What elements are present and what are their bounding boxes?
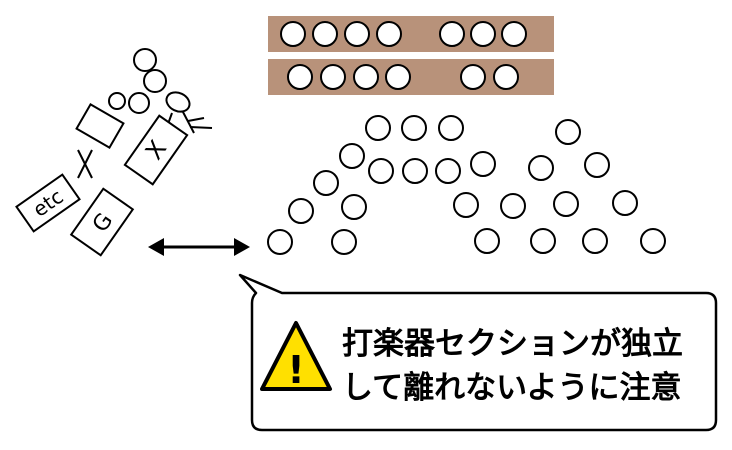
warning-exclamation: ! bbox=[287, 348, 304, 392]
player-seat bbox=[280, 21, 306, 47]
player-seat bbox=[401, 115, 427, 141]
percussion-player bbox=[133, 48, 157, 72]
percussion-box bbox=[75, 103, 125, 149]
orchestra-seats-group bbox=[267, 115, 666, 255]
percussion-section: X G etc bbox=[15, 48, 213, 257]
percussion-box-x bbox=[123, 114, 189, 186]
drum-stand-icon bbox=[167, 111, 213, 134]
player-seat bbox=[474, 228, 500, 254]
percussion-box-etc bbox=[15, 173, 81, 233]
player-seat bbox=[435, 158, 461, 184]
percussion-player bbox=[108, 92, 126, 110]
player-seat bbox=[353, 64, 379, 90]
player-seat bbox=[530, 228, 556, 254]
player-seat bbox=[470, 21, 496, 47]
hourglass-icon bbox=[77, 149, 93, 179]
player-seat bbox=[453, 192, 479, 218]
back-riser-group bbox=[268, 16, 554, 95]
player-seat bbox=[339, 143, 365, 169]
player-seat bbox=[313, 170, 339, 196]
player-seat bbox=[385, 64, 411, 90]
player-seat bbox=[470, 151, 496, 177]
player-seat bbox=[376, 21, 402, 47]
player-seat bbox=[438, 115, 464, 141]
player-seat bbox=[365, 115, 391, 141]
player-seat bbox=[584, 152, 610, 178]
player-seat bbox=[368, 158, 394, 184]
callout-bubble bbox=[238, 273, 718, 432]
player-seat bbox=[528, 155, 554, 181]
warning-line-2: して離れないように注意 bbox=[342, 370, 682, 406]
player-seat bbox=[341, 194, 367, 220]
player-seat bbox=[493, 64, 519, 90]
player-seat bbox=[640, 228, 666, 254]
warning-line-1: 打楽器セクションが独立 bbox=[342, 326, 683, 362]
drum-icon bbox=[165, 91, 191, 113]
player-seat bbox=[582, 228, 608, 254]
player-seat bbox=[612, 190, 638, 216]
warning-message: 打楽器セクションが独立 して離れないように注意 bbox=[342, 322, 714, 410]
player-seat bbox=[288, 198, 314, 224]
player-seat bbox=[344, 21, 370, 47]
percussion-box-g bbox=[69, 187, 135, 257]
player-seat bbox=[402, 158, 428, 184]
player-seat bbox=[320, 64, 346, 90]
player-seat bbox=[267, 229, 293, 255]
player-seat bbox=[287, 64, 313, 90]
percussion-player bbox=[143, 69, 167, 93]
player-seat bbox=[555, 119, 581, 145]
percussion-player bbox=[128, 92, 150, 114]
player-seat bbox=[312, 21, 338, 47]
player-seat bbox=[501, 21, 527, 47]
player-seat bbox=[331, 229, 357, 255]
player-seat bbox=[460, 64, 486, 90]
player-seat bbox=[500, 193, 526, 219]
player-seat bbox=[439, 21, 465, 47]
warning-triangle-icon: ! bbox=[260, 321, 332, 392]
distance-arrow bbox=[148, 238, 250, 256]
player-seat bbox=[553, 191, 579, 217]
